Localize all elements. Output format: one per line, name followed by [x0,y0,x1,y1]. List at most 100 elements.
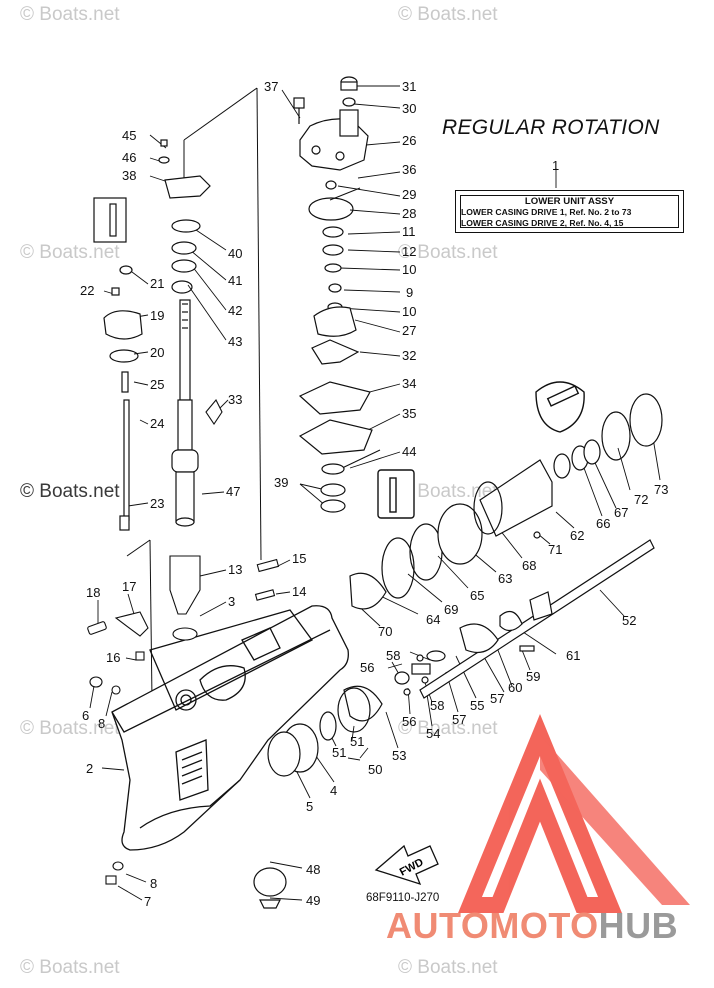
leader-lines [89,85,661,901]
drawing-code: 68F9110-J270 [366,892,440,904]
callout: 54 [426,726,440,741]
callout: 32 [402,348,416,363]
callout: 59 [526,669,540,684]
callout: 51 [350,734,364,749]
callout: 12 [402,244,416,259]
callout: 73 [654,482,668,497]
fwd-arrow-icon: FWD [374,844,439,886]
callout: 24 [150,416,164,431]
callout: 6 [82,708,89,723]
callout: 10 [402,262,416,277]
callout: 40 [228,246,242,261]
callout: 60 [508,680,522,695]
callout: 42 [228,303,242,318]
callout: 44 [402,444,416,459]
casing-small-parts [87,399,280,885]
callout: 67 [614,505,628,520]
callout: 71 [548,542,562,557]
watermark: © Boats.net [398,957,498,978]
callout: 35 [402,406,416,421]
callout: 22 [80,283,94,298]
callout: 3 [228,594,235,609]
callout: 58 [386,648,400,663]
callout: 69 [444,602,458,617]
watermark: © Boats.net [398,4,498,25]
callout: 55 [470,698,484,713]
callout: 56 [360,660,374,675]
callout: 41 [228,273,242,288]
callout: 52 [622,613,636,628]
brand-logo-part-a: AUTOMOTO [386,905,599,946]
callout: 7 [144,894,151,909]
callout: 27 [402,323,416,338]
callout: 11 [402,224,416,239]
callout: 10 [402,304,416,319]
callout: 61 [566,648,580,663]
callout: 62 [570,528,584,543]
callout: 47 [226,484,240,499]
callout: 57 [490,691,504,706]
callout: 45 [122,128,136,143]
callout: 58 [430,698,444,713]
callout: 26 [402,133,416,148]
watermark: © Boats.net [398,242,498,263]
brand-logo-text: AUTOMOTOHUB [386,905,678,947]
watermark: © Boats.net [20,4,120,25]
brand-logo-part-b: HUB [598,905,679,946]
callout: 13 [228,562,242,577]
callout: 29 [402,187,416,202]
callout: 16 [106,650,120,665]
drive-shaft [171,299,199,527]
callout: 17 [122,579,136,594]
automotohub-mark [458,713,690,913]
callout: 66 [596,516,610,531]
callout: 31 [402,79,416,94]
assy-line-2: LOWER CASING DRIVE 2, Ref. No. 4, 15 [461,217,624,228]
watermark: © Boats.net [398,481,498,502]
callout: 53 [392,748,406,763]
callout: 19 [150,308,164,323]
callout: 68 [522,558,536,573]
callout: 57 [452,712,466,727]
callout: 18 [86,585,100,600]
callout: 15 [292,551,306,566]
callout: 5 [306,799,313,814]
watermark: © Boats.net [20,957,120,978]
watermark: © Boats.net [398,718,498,739]
callout: 23 [150,496,164,511]
callout: 56 [402,714,416,729]
water-pump [293,76,373,513]
assembly-label-box: LOWER UNIT ASSY LOWER CASING DRIVE 1, Re… [455,190,684,233]
lubricant-symbols [377,381,585,519]
watermark: © Boats.net [20,242,120,263]
callout: 43 [228,334,242,349]
callout: 4 [330,783,337,798]
callout: 33 [228,392,242,407]
callout: 46 [122,150,136,165]
assy-title: LOWER UNIT ASSY [524,196,615,207]
watermark: © Boats.net [20,718,120,739]
callout: 8 [150,876,157,891]
callout: 63 [498,571,512,586]
callout: 2 [86,761,93,776]
page-title: REGULAR ROTATION [442,116,660,139]
callout: 30 [402,101,416,116]
callout: 39 [274,475,288,490]
callout: 36 [402,162,416,177]
callout: 50 [368,762,382,777]
callout: 49 [306,893,320,908]
callout: 37 [264,79,278,94]
callout: 48 [306,862,320,877]
lower-casing [111,605,349,851]
callout: 21 [150,276,164,291]
callout: 8 [98,716,105,731]
callout: 25 [150,377,164,392]
watermark: © Boats.net [20,481,120,502]
callout-numbers: 31 30 37 26 45 36 46 38 29 28 11 40 12 1… [80,79,668,909]
callout: 51 [332,745,346,760]
prop-shaft-gears [253,393,663,909]
callout: 65 [470,588,484,603]
callout: 20 [150,345,164,360]
callout: 9 [406,285,413,300]
callout: 70 [378,624,392,639]
